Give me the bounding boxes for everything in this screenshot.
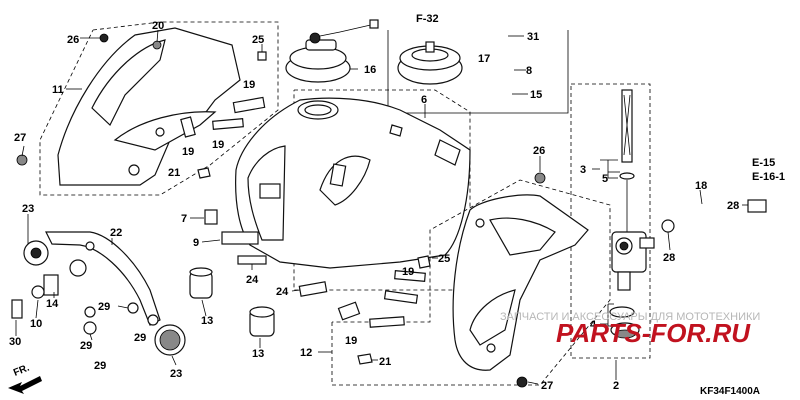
bracket-assembly (11, 231, 186, 356)
ref-f32: F-32 (416, 13, 439, 25)
fasteners-upper-left (16, 33, 267, 179)
callout-19: 19 (212, 139, 224, 151)
callout-27: 27 (541, 380, 553, 392)
watermark: ЗАПЧАСТИ И АКСЕССУАРЫ ДЛЯ МОТОТЕХНИКИ PA… (500, 311, 760, 348)
watermark-small: ЗАПЧАСТИ И АКСЕССУАРЫ ДЛЯ МОТОТЕХНИКИ (500, 311, 760, 323)
callout-21: 21 (379, 356, 391, 368)
callout-13: 13 (201, 315, 213, 327)
rubber-cushions (189, 267, 275, 337)
callout-13: 13 (252, 348, 264, 360)
callout-10: 10 (30, 318, 42, 330)
callout-29: 29 (94, 360, 106, 372)
callout-23: 23 (22, 203, 34, 215)
callout-29: 29 (80, 340, 92, 352)
callout-27: 27 (14, 132, 26, 144)
callout-2: 2 (613, 380, 619, 392)
fuel-hose (661, 199, 767, 243)
callout-15: 15 (530, 89, 542, 101)
callout-20: 20 (152, 20, 164, 32)
callout-6: 6 (421, 94, 427, 106)
callout-8: 8 (526, 65, 532, 77)
fuel-cock-box (570, 83, 655, 359)
watermark-large: PARTS-FOR.RU (556, 318, 751, 348)
fuel-cap (285, 19, 379, 83)
callout-3: 3 (580, 164, 586, 176)
callout-4: 4 (590, 319, 597, 331)
callout-19: 19 (402, 266, 414, 278)
right-shroud-group (331, 172, 611, 388)
callout-22: 22 (110, 227, 122, 239)
callout-14: 14 (46, 298, 59, 310)
callout-31: 31 (527, 31, 539, 43)
callout-19: 19 (345, 335, 357, 347)
front-label: FR. (12, 362, 31, 378)
callout-7: 7 (181, 213, 187, 225)
callout-28: 28 (663, 252, 675, 264)
callout-25: 25 (252, 34, 264, 46)
callout-16: 16 (364, 64, 376, 76)
callout-5: 5 (602, 173, 608, 185)
leader-lines (15, 29, 748, 385)
callout-19: 19 (182, 146, 194, 158)
callout-29: 29 (98, 301, 110, 313)
callout-12: 12 (300, 347, 312, 359)
f32-inset: F-32 (387, 13, 569, 114)
callout-29: 29 (134, 332, 146, 344)
tank-cushions (204, 183, 328, 297)
callout-23: 23 (170, 368, 182, 380)
callout-19: 19 (243, 79, 255, 91)
callout-17: 17 (478, 53, 490, 65)
callout-24: 24 (276, 286, 289, 298)
cross-references: E-15 E-16-1 FR. (12, 157, 785, 379)
diagram-code: KF34F1400A (700, 386, 760, 397)
callout-9: 9 (193, 237, 199, 249)
callout-24: 24 (246, 274, 259, 286)
callout-11: 11 (52, 84, 64, 96)
callout-18: 18 (695, 180, 707, 192)
callout-labels: 26 20 25 19 11 27 19 19 21 16 6 7 9 24 2… (9, 20, 739, 392)
callout-28: 28 (727, 200, 739, 212)
ref-e16-1: E-16-1 (752, 171, 785, 183)
ref-e15: E-15 (752, 157, 775, 169)
callout-26: 26 (67, 34, 79, 46)
callout-25: 25 (438, 253, 450, 265)
callout-26: 26 (533, 145, 545, 157)
front-arrow (8, 376, 42, 394)
callout-21: 21 (168, 167, 180, 179)
callout-30: 30 (9, 336, 21, 348)
